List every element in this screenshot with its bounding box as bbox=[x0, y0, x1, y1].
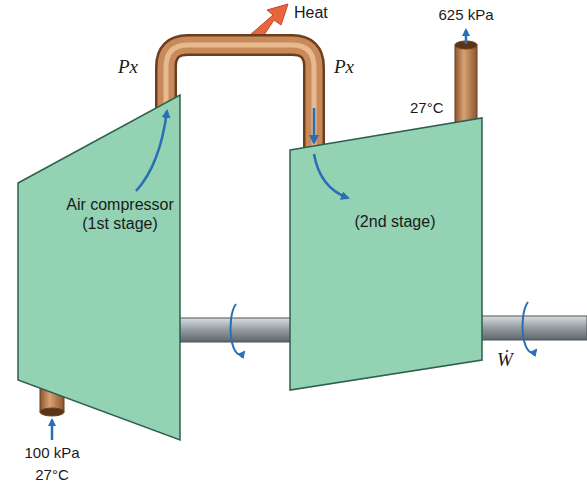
annotation-label: Ẇ bbox=[497, 349, 513, 370]
compressor-shape bbox=[18, 95, 180, 440]
rotation-arrow bbox=[230, 304, 244, 354]
compressor-stage: Air compressor (1st stage) bbox=[18, 95, 180, 440]
flow-arrow bbox=[465, 30, 468, 44]
flow-arrow bbox=[314, 154, 348, 198]
stage-label: Air compressor (1st stage) bbox=[58, 195, 182, 233]
annotation-label: 100 kPa bbox=[24, 444, 79, 462]
intercooler-pipe bbox=[166, 45, 314, 158]
annotation-label: 27°C bbox=[410, 99, 444, 117]
pipe-opening bbox=[40, 408, 64, 416]
compressor-shape bbox=[290, 118, 482, 390]
annotation-label: Px bbox=[118, 56, 138, 77]
rotation-arrow bbox=[522, 302, 536, 352]
heat-arrow bbox=[250, 4, 288, 35]
annotation-label: 625 kPa bbox=[438, 6, 493, 24]
compressor-stage: (2nd stage) bbox=[290, 118, 482, 390]
annotation-label: 27°C bbox=[35, 466, 69, 484]
shaft bbox=[170, 318, 300, 342]
flow-arrow bbox=[51, 420, 54, 440]
annotation-label: Px bbox=[334, 56, 354, 77]
shaft bbox=[470, 316, 587, 340]
flow-arrow bbox=[136, 111, 167, 191]
compressor-body bbox=[18, 95, 180, 440]
stage-label: (2nd stage) bbox=[320, 212, 470, 231]
compressor-body bbox=[290, 118, 482, 390]
annotation-label: Heat bbox=[294, 4, 328, 22]
